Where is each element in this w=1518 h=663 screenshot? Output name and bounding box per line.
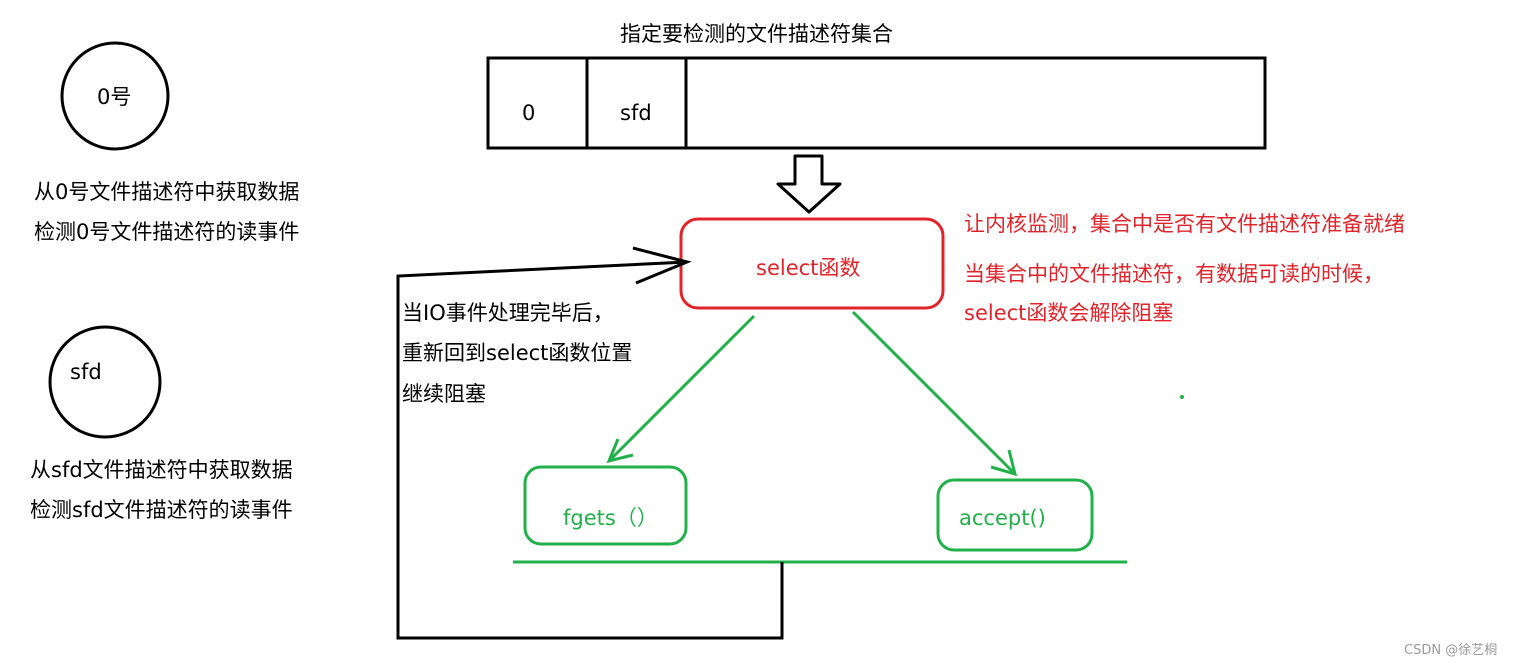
select-note-line-1: 让内核监测，集合中是否有文件描述符准备就绪 xyxy=(964,212,1405,236)
watermark: CSDN @徐艺桐 xyxy=(1404,643,1498,658)
loop-back-line xyxy=(396,260,784,640)
descriptor-sfd-line-2: 检测sfd文件描述符的读事件 xyxy=(30,498,293,522)
loop-note-line-1: 当IO事件处理完毕后， xyxy=(402,301,614,325)
descriptor-0-line-2: 检测0号文件描述符的读事件 xyxy=(34,220,300,244)
fgets-label: fgets（） xyxy=(563,506,658,530)
fgets-box xyxy=(523,465,688,546)
down-arrow-icon xyxy=(776,154,842,214)
branch-arrow-right xyxy=(851,310,1018,477)
select-note-line-2: 当集合中的文件描述符，有数据可读的时候， xyxy=(964,262,1384,286)
accept-box xyxy=(936,478,1094,552)
loop-back-arrowhead-icon xyxy=(632,246,692,285)
descriptor-circle-sfd xyxy=(48,325,162,439)
fd-set-cell-sfd: sfd xyxy=(620,101,652,125)
descriptor-sfd-line-1: 从sfd文件描述符中获取数据 xyxy=(30,458,293,482)
loop-note-line-2: 重新回到select函数位置 xyxy=(402,341,633,365)
branch-arrow-left xyxy=(606,314,756,464)
fd-set-cell-0: 0 xyxy=(522,101,536,125)
loop-note-line-3: 继续阻塞 xyxy=(402,382,486,406)
fd-set-table xyxy=(486,56,1267,150)
stray-dot xyxy=(1180,395,1184,399)
accept-label: accept() xyxy=(959,506,1046,530)
descriptor-circle-0 xyxy=(60,41,170,151)
descriptor-label-0: 0号 xyxy=(97,85,132,109)
select-note-line-3: select函数会解除阻塞 xyxy=(964,301,1174,325)
descriptor-label-sfd: sfd xyxy=(70,360,102,384)
descriptor-0-line-1: 从0号文件描述符中获取数据 xyxy=(34,180,300,204)
fd-set-title: 指定要检测的文件描述符集合 xyxy=(620,22,893,46)
select-function-label: select函数 xyxy=(756,256,861,280)
